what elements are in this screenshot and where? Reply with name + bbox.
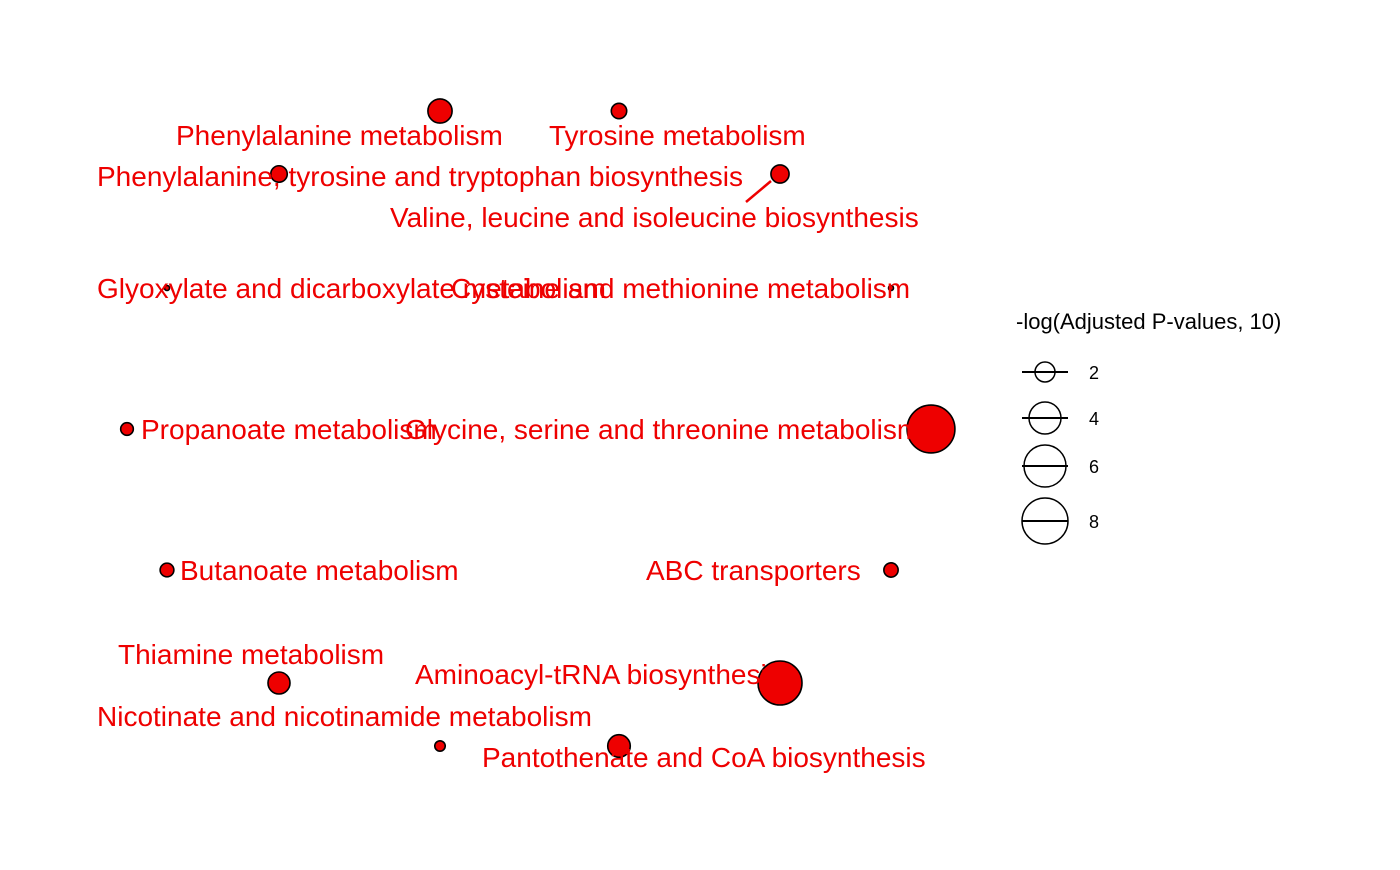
- pathway-node: [433, 739, 447, 753]
- pathway-label: Nicotinate and nicotinamide metabolism: [97, 701, 592, 732]
- pathway-label: Butanoate metabolism: [180, 555, 459, 586]
- pathway-node: [269, 164, 289, 184]
- pathway-label: Pantothenate and CoA biosynthesis: [482, 742, 926, 773]
- legend-value-label: 6: [1089, 457, 1099, 477]
- pathway-node: [119, 421, 135, 437]
- pathway-label: Glycine, serine and threonine metabolism: [405, 414, 920, 445]
- pathway-node: [159, 562, 175, 578]
- pathway-node: [163, 284, 171, 292]
- labels-layer: Phenylalanine metabolism Tyrosine metabol…: [97, 120, 926, 773]
- pathway-node: [267, 671, 291, 695]
- legend-value-label: 2: [1089, 363, 1099, 383]
- pathway-label: ABC transporters: [646, 555, 861, 586]
- pathway-label: Cysteine and methionine metabolism: [451, 273, 910, 304]
- pathway-label: Thiamine metabolism: [118, 639, 384, 670]
- pathway-node: [887, 284, 895, 292]
- pathway-node: [883, 562, 899, 578]
- pathway-label: Valine, leucine and isoleucine biosynthe…: [390, 202, 919, 233]
- nodes-layer: [119, 98, 956, 759]
- label-connector-line: [745, 180, 772, 203]
- pathway-node: [427, 98, 453, 124]
- pathway-node: [770, 164, 790, 184]
- pathway-label: Propanoate metabolism: [141, 414, 437, 445]
- pathway-node: [610, 102, 628, 120]
- pathway-label: Aminoacyl-tRNA biosynthesis: [415, 659, 781, 690]
- pathway-node: [757, 660, 803, 706]
- pathway-label: Glyoxylate and dicarboxylate metabolism: [97, 273, 606, 304]
- pathway-node: [906, 404, 956, 454]
- edges-layer: [745, 180, 772, 203]
- pathway-label: Tyrosine metabolism: [549, 120, 806, 151]
- pathway-node: [606, 733, 632, 759]
- pathway-label: Phenylalanine, tyrosine and tryptophan b…: [97, 161, 743, 192]
- legend-value-label: 8: [1089, 512, 1099, 532]
- legend-title: -log(Adjusted P-values, 10): [1016, 309, 1281, 334]
- legend: -log(Adjusted P-values, 10) 2 4 6 8: [1016, 309, 1281, 545]
- legend-value-label: 4: [1089, 409, 1099, 429]
- pathway-label: Phenylalanine metabolism: [176, 120, 503, 151]
